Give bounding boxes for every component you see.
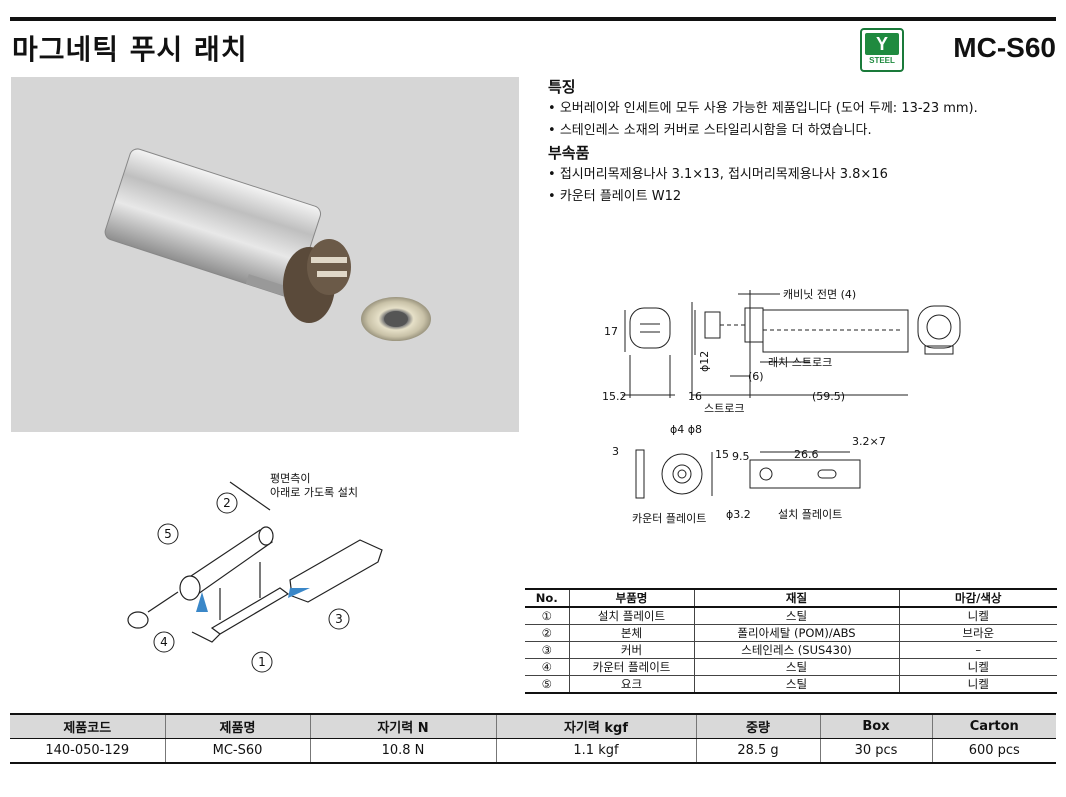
cell: 니켈 — [898, 675, 1057, 694]
cell: ③ — [525, 641, 569, 659]
accessories-heading: 부속품 — [548, 144, 590, 162]
cell: MC-S60 — [164, 738, 310, 764]
latch-stroke-label: 래치 스트로크 — [768, 356, 832, 369]
table-row: ① 설치 플레이트 스틸 니켈 — [525, 607, 1057, 625]
cell: 폴리아세탈 (POM)/ABS — [693, 624, 899, 642]
cell: 요크 — [568, 675, 694, 694]
dim-59-5: (59.5) — [812, 390, 845, 403]
dim-3-2x7: 3.2×7 — [852, 435, 886, 448]
table-row: ② 본체 폴리아세탈 (POM)/ABS 브라운 — [525, 624, 1057, 642]
dim-15: 15 — [715, 448, 729, 461]
dim-15-2: 15.2 — [602, 390, 627, 403]
cabinet-face-label: 캐비닛 전면 (4) — [783, 288, 856, 301]
spec-header: 자기력 kgf — [495, 713, 696, 739]
dim-3: 3 — [612, 445, 619, 458]
cell: 28.5 g — [695, 738, 820, 764]
badge-letter: Y — [865, 33, 899, 55]
model-number: MC-S60 — [953, 32, 1056, 63]
cell: 니켈 — [898, 607, 1057, 625]
arrow-down-icon — [196, 592, 208, 612]
parts-header: 재질 — [693, 588, 899, 608]
dim-16: 16 — [688, 390, 702, 403]
parts-header: 마감/색상 — [898, 588, 1057, 608]
cell: – — [898, 641, 1057, 659]
stroke-label: 스트로크 — [704, 402, 744, 415]
table-row: 140-050-129 MC-S60 10.8 N 1.1 kgf 28.5 g… — [10, 738, 1056, 764]
cell: 스테인레스 (SUS430) — [693, 641, 899, 659]
accessory-item: 카운터 플레이트 W12 — [548, 186, 1058, 208]
latch-photo-illustration — [104, 148, 431, 341]
dim-9-5: 9.5 — [732, 450, 750, 463]
badge-label: STEEL — [869, 56, 895, 65]
cell: 니켈 — [898, 658, 1057, 676]
cell: 카운터 플레이트 — [568, 658, 694, 676]
counter-plate-label: 카운터 플레이트 — [632, 512, 706, 525]
steel-badge-icon: Y STEEL — [860, 28, 904, 72]
parts-header: 부품명 — [568, 588, 694, 608]
parts-header: No. — [525, 588, 569, 608]
spec-header: 제품명 — [164, 713, 310, 739]
callout-1: 1 — [258, 655, 266, 669]
feature-item: 스테인레스 소재의 커버로 스타일리시함을 더 하였습니다. — [548, 120, 1058, 142]
install-note-2: 아래로 가도록 설치 — [270, 486, 358, 499]
page-title: 마그네틱 푸시 래치 — [12, 33, 248, 66]
dim-phi4-8: ϕ4 ϕ8 — [670, 423, 702, 436]
cell: 브라운 — [898, 624, 1057, 642]
cell: 본체 — [568, 624, 694, 642]
dimension-drawing: 캐비닛 전면 (4) 17 ϕ12 래치 스트로크 (6) 15.2 16 (5… — [602, 288, 961, 525]
dim-phi12: ϕ12 — [698, 351, 711, 372]
dim-phi3-2: ϕ3.2 — [726, 508, 751, 521]
spec-table: 제품코드 제품명 자기력 N 자기력 kgf 중량 Box Carton 140… — [10, 713, 1056, 764]
install-note-1: 평면측이 — [270, 472, 310, 485]
spec-header: 자기력 N — [309, 713, 496, 739]
cell: 스틸 — [693, 607, 899, 625]
top-rule — [10, 17, 1056, 21]
cell: 140-050-129 — [10, 738, 165, 764]
dim-26-6: 26.6 — [794, 448, 819, 461]
cell: ④ — [525, 658, 569, 676]
spec-header: 제품코드 — [10, 713, 165, 739]
accessory-item: 접시머리목제용나사 3.1×13, 접시머리목제용나사 3.8×16 — [548, 164, 1058, 186]
spec-header: 중량 — [695, 713, 820, 739]
cell: ② — [525, 624, 569, 642]
assembly-illustration: 평면측이 아래로 가도록 설치 2 5 3 4 1 — [127, 472, 383, 673]
mount-plate-label: 설치 플레이트 — [778, 508, 842, 521]
callout-5: 5 — [164, 527, 172, 541]
spec-header: Carton — [931, 713, 1056, 739]
cell: 커버 — [568, 641, 694, 659]
dim-17: 17 — [604, 325, 618, 338]
callout-3: 3 — [335, 612, 343, 626]
spec-header: Box — [819, 713, 932, 739]
table-row: ③ 커버 스테인레스 (SUS430) – — [525, 641, 1057, 659]
table-row: ⑤ 요크 스틸 니켈 — [525, 675, 1057, 694]
cell: ⑤ — [525, 675, 569, 694]
cell: 600 pcs — [931, 738, 1056, 764]
arrow-left-icon — [288, 588, 310, 598]
cell: ① — [525, 607, 569, 625]
cell: 10.8 N — [309, 738, 496, 764]
features-section: 특징 오버레이와 인세트에 모두 사용 가능한 제품입니다 (도어 두께: 13… — [548, 76, 1058, 208]
cell: 설치 플레이트 — [568, 607, 694, 625]
parts-table: No. 부품명 재질 마감/색상 ① 설치 플레이트 스틸 니켈 ② 본체 폴리… — [525, 588, 1057, 694]
cell: 스틸 — [693, 658, 899, 676]
table-row: ④ 카운터 플레이트 스틸 니켈 — [525, 658, 1057, 676]
feature-item: 오버레이와 인세트에 모두 사용 가능한 제품입니다 (도어 두께: 13-23… — [548, 98, 1058, 120]
features-heading: 특징 — [548, 78, 576, 96]
cell: 스틸 — [693, 675, 899, 694]
callout-2: 2 — [223, 496, 231, 510]
callout-4: 4 — [160, 635, 168, 649]
dim-6: (6) — [748, 370, 764, 383]
cell: 1.1 kgf — [495, 738, 696, 764]
cell: 30 pcs — [819, 738, 932, 764]
product-photo — [11, 77, 519, 432]
